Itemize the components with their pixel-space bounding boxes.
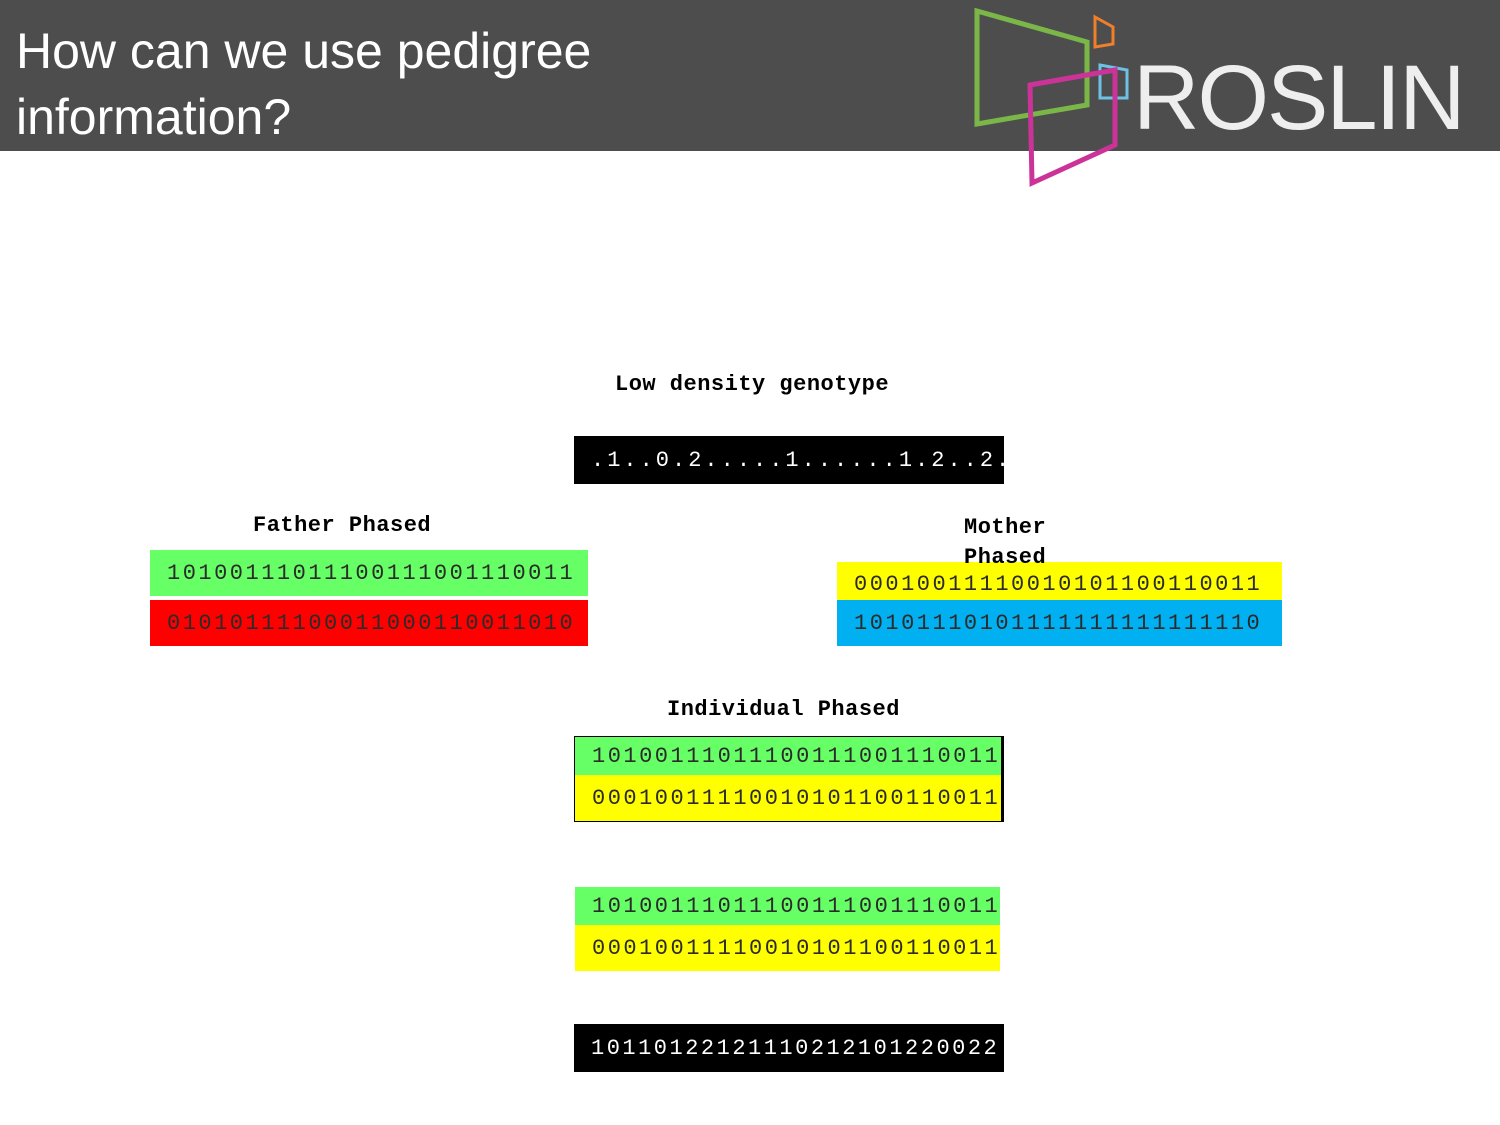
- logo-blue-frame: [1098, 63, 1129, 100]
- logo-text: ROSLIN: [1133, 47, 1464, 149]
- combined-haplotype-1: 10100111011100111001110011: [575, 887, 1000, 925]
- logo-orange-frame: [1093, 14, 1115, 49]
- slide-title: How can we use pedigree information?: [16, 23, 592, 145]
- individual-label: Individual Phased: [667, 697, 900, 722]
- father-haplotype-2: 01010111100011000110011010: [150, 600, 588, 646]
- genotype-result: 10110122121110212101220022: [574, 1024, 1004, 1072]
- logo-green-frame: [974, 7, 1090, 127]
- father-label: Father Phased: [253, 513, 432, 538]
- mother-haplotype-1: 00010011110010101100110011: [837, 562, 1282, 606]
- low-density-genotype: .1..0.2.....1......1.2..2.: [574, 436, 1004, 484]
- mother-label: Mother Phased: [964, 515, 1047, 570]
- combined-haplotype-2: 00010011110010101100110011: [575, 925, 1000, 971]
- individual-haplotype-1: 10100111011100111001110011: [575, 737, 1001, 775]
- individual-phased-box: 10100111011100111001110011 0001001111001…: [574, 736, 1004, 822]
- logo-magenta-frame: [1027, 67, 1118, 187]
- individual-haplotype-2: 00010011110010101100110011: [575, 775, 1001, 821]
- mother-haplotype-2: 10101110101111111111111110: [837, 600, 1282, 646]
- roslin-logo: ROSLIN: [974, 7, 1466, 187]
- slide-header: How can we use pedigree information?: [0, 0, 1500, 151]
- father-haplotype-1: 10100111011100111001110011: [150, 550, 588, 596]
- low-density-label: Low density genotype: [615, 372, 890, 397]
